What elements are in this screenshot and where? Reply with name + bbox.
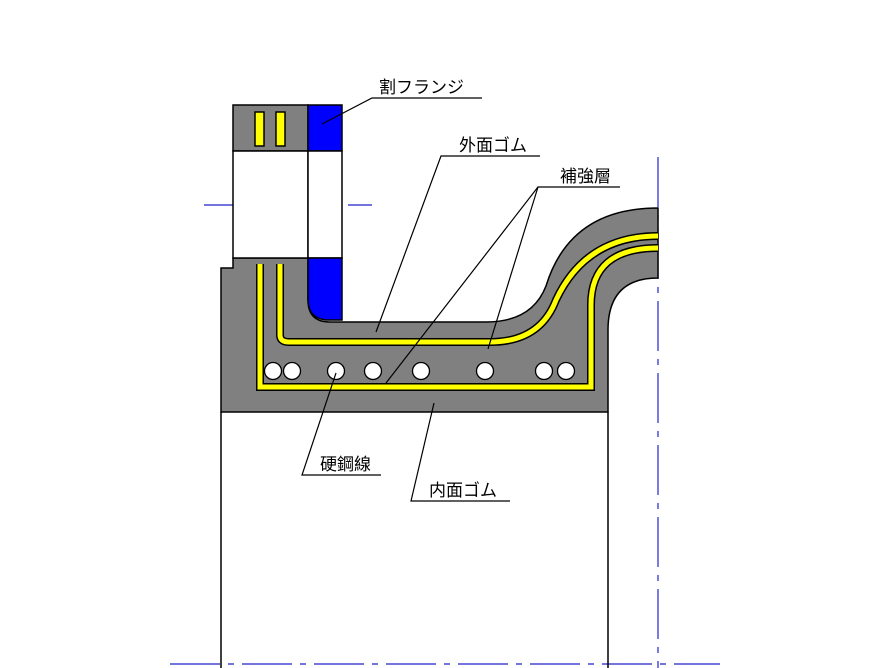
reinforcement-layers — [256, 232, 659, 391]
steel-wire-5 — [411, 361, 431, 381]
hard-steel-wires — [263, 361, 576, 381]
labels: 割フランジ 外面ゴム 補強層 硬鋼線 内面ゴム — [320, 78, 611, 501]
reinforcement-layer-outer-fill — [277, 233, 659, 345]
steel-wire-7 — [534, 361, 554, 381]
flange-top-blue — [307, 104, 343, 152]
leader-lines — [301, 97, 620, 502]
inner-rubber-leader — [410, 402, 510, 502]
reinforcement-layer-inner-fill — [257, 245, 659, 390]
flange-bolt-hole-right — [307, 150, 343, 259]
reinforcement-leader-2 — [487, 186, 539, 350]
hard-steel-wire-label: 硬鋼線 — [320, 455, 371, 475]
flange-top-slot-2 — [275, 111, 286, 147]
flange-bolt-hole-left — [232, 150, 309, 259]
steel-wire-1 — [263, 361, 283, 381]
pipe-bore — [220, 412, 609, 668]
flange-bottom-blue — [307, 257, 343, 321]
split-flange-leader — [321, 97, 482, 125]
outer-rubber-label: 外面ゴム — [459, 135, 527, 156]
steel-wire-3 — [326, 361, 346, 381]
steel-wire-6 — [475, 361, 495, 381]
flange-top-body — [232, 104, 309, 152]
steel-wire-4 — [363, 361, 383, 381]
flange-top-slot-1 — [254, 111, 265, 147]
rubber-body — [220, 207, 659, 413]
steel-wire-leader — [301, 372, 381, 476]
outer-rubber-leader — [375, 155, 540, 333]
split-flange-label: 割フランジ — [379, 78, 464, 98]
steel-wire-2 — [282, 361, 302, 381]
reinforcement-layer-label: 補強層 — [560, 167, 611, 187]
inner-rubber-label: 内面ゴム — [429, 480, 497, 501]
steel-wire-8 — [556, 361, 576, 381]
split-flange — [232, 104, 343, 321]
